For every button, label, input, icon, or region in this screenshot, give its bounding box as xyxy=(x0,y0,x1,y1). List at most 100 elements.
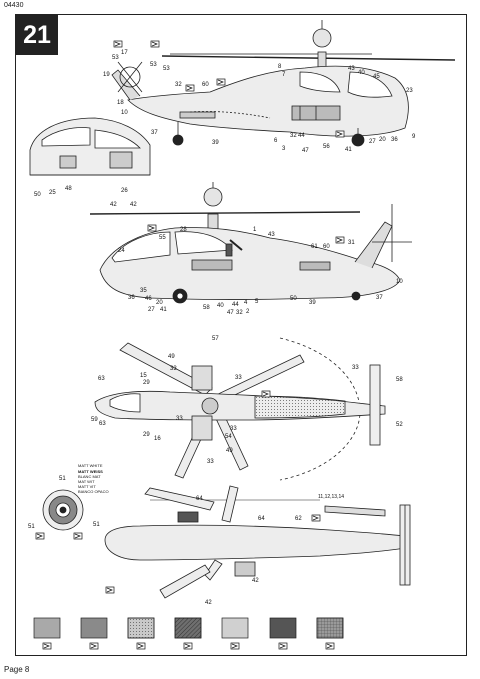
svg-text:33: 33 xyxy=(170,366,177,372)
swatch-3 xyxy=(127,617,155,639)
svg-text:33: 33 xyxy=(230,426,237,432)
svg-text:41: 41 xyxy=(160,307,167,313)
svg-text:41: 41 xyxy=(345,147,352,153)
page-number: Page 8 xyxy=(4,665,30,674)
svg-text:23: 23 xyxy=(406,88,413,94)
svg-text:16: 16 xyxy=(154,436,161,442)
svg-text:40: 40 xyxy=(217,303,224,309)
svg-text:62: 62 xyxy=(295,516,302,522)
svg-text:32: 32 xyxy=(236,310,243,316)
svg-text:57: 57 xyxy=(212,336,219,342)
svg-text:60: 60 xyxy=(202,82,209,88)
svg-text:BIANCO OPACO: BIANCO OPACO xyxy=(78,489,109,494)
rotor-hub-detail xyxy=(42,489,84,531)
svg-text:36: 36 xyxy=(391,137,398,143)
svg-text:43: 43 xyxy=(268,232,275,238)
helicopter-side-view-2 xyxy=(89,182,412,304)
svg-text:33: 33 xyxy=(352,365,359,371)
svg-text:MAT WIT: MAT WIT xyxy=(78,479,95,484)
svg-text:42: 42 xyxy=(110,202,117,208)
svg-text:42: 42 xyxy=(252,578,259,584)
svg-text:1: 1 xyxy=(253,227,257,233)
svg-text:5: 5 xyxy=(255,299,259,305)
svg-text:55: 55 xyxy=(159,235,166,241)
svg-text:39: 39 xyxy=(212,140,219,146)
svg-text:MATT WHITE: MATT WHITE xyxy=(78,463,103,468)
svg-text:54: 54 xyxy=(225,434,232,440)
svg-text:63: 63 xyxy=(99,421,106,427)
svg-text:49: 49 xyxy=(226,448,233,454)
helicopter-side-view-1 xyxy=(111,20,456,147)
svg-text:20: 20 xyxy=(156,300,163,306)
svg-text:63: 63 xyxy=(98,376,105,382)
svg-text:25: 25 xyxy=(49,190,56,196)
svg-text:61: 61 xyxy=(311,244,318,250)
svg-text:50: 50 xyxy=(290,296,297,302)
document-code: 04430 xyxy=(4,2,24,9)
svg-text:7: 7 xyxy=(282,72,286,78)
helicopter-top-view xyxy=(94,337,386,481)
swatch-7 xyxy=(316,617,344,639)
svg-text:MATT VIT: MATT VIT xyxy=(78,484,96,489)
svg-text:53: 53 xyxy=(112,55,119,61)
svg-text:51: 51 xyxy=(28,524,35,530)
view3-callouts: 57 49 33 15 29 33 63 59 63 29 16 33 54 4… xyxy=(91,336,403,465)
svg-text:27: 27 xyxy=(148,307,155,313)
svg-text:44: 44 xyxy=(232,302,239,308)
svg-text:18: 18 xyxy=(117,100,124,106)
svg-text:32: 32 xyxy=(175,82,182,88)
swatch-4 xyxy=(174,617,202,639)
svg-text:35: 35 xyxy=(140,288,147,294)
paint-note: MATT WHITE MATT WEISS BLANC MAT MAT WIT … xyxy=(78,463,109,494)
svg-text:46: 46 xyxy=(145,296,152,302)
svg-text:42: 42 xyxy=(130,202,137,208)
svg-text:45: 45 xyxy=(373,74,380,80)
svg-text:60: 60 xyxy=(323,244,330,250)
svg-text:2: 2 xyxy=(246,309,250,315)
svg-text:11,12,13,14: 11,12,13,14 xyxy=(318,494,344,500)
svg-text:53: 53 xyxy=(163,66,170,72)
svg-text:24: 24 xyxy=(118,248,125,254)
svg-text:64: 64 xyxy=(258,516,265,522)
svg-text:8: 8 xyxy=(278,64,282,70)
svg-text:3: 3 xyxy=(282,146,286,152)
svg-text:29: 29 xyxy=(143,380,150,386)
view4-callouts: 51 51 51 xyxy=(28,476,100,540)
svg-text:52: 52 xyxy=(396,422,403,428)
svg-text:44: 44 xyxy=(298,133,305,139)
svg-text:29: 29 xyxy=(143,432,150,438)
color-swatch-row xyxy=(33,617,344,650)
swatch-6 xyxy=(269,617,297,639)
page-frame xyxy=(15,14,467,656)
cockpit-callouts: 50 25 48 26 42 42 xyxy=(34,186,137,208)
svg-text:59: 59 xyxy=(91,417,98,423)
cockpit-detail xyxy=(29,117,151,176)
svg-text:9: 9 xyxy=(412,134,416,140)
svg-text:39: 39 xyxy=(309,300,316,306)
svg-text:51: 51 xyxy=(59,476,66,482)
svg-text:37: 37 xyxy=(376,295,383,301)
step-number: 21 xyxy=(16,15,58,55)
svg-text:64: 64 xyxy=(196,496,203,502)
swatch-2 xyxy=(80,617,108,639)
svg-text:27: 27 xyxy=(369,139,376,145)
svg-text:42: 42 xyxy=(205,600,212,606)
underside-callouts: 64 64 62 42 42 11,12,13,14 xyxy=(105,494,344,606)
view2-callouts: 1 55 28 43 24 61 60 31 35 46 20 41 27 36… xyxy=(118,224,403,316)
svg-text:43: 43 xyxy=(348,66,355,72)
svg-text:47: 47 xyxy=(302,148,309,154)
svg-text:33: 33 xyxy=(207,459,214,465)
svg-text:10: 10 xyxy=(121,110,128,116)
helicopter-underside-view xyxy=(104,485,411,599)
svg-text:17: 17 xyxy=(121,50,128,56)
svg-text:33: 33 xyxy=(176,416,183,422)
svg-text:49: 49 xyxy=(168,354,175,360)
svg-text:48: 48 xyxy=(65,186,72,192)
svg-text:53: 53 xyxy=(150,62,157,68)
svg-text:33: 33 xyxy=(235,375,242,381)
svg-text:10: 10 xyxy=(396,279,403,285)
swatch-1 xyxy=(33,617,61,639)
svg-text:4: 4 xyxy=(244,300,248,306)
svg-text:15: 15 xyxy=(140,373,147,379)
